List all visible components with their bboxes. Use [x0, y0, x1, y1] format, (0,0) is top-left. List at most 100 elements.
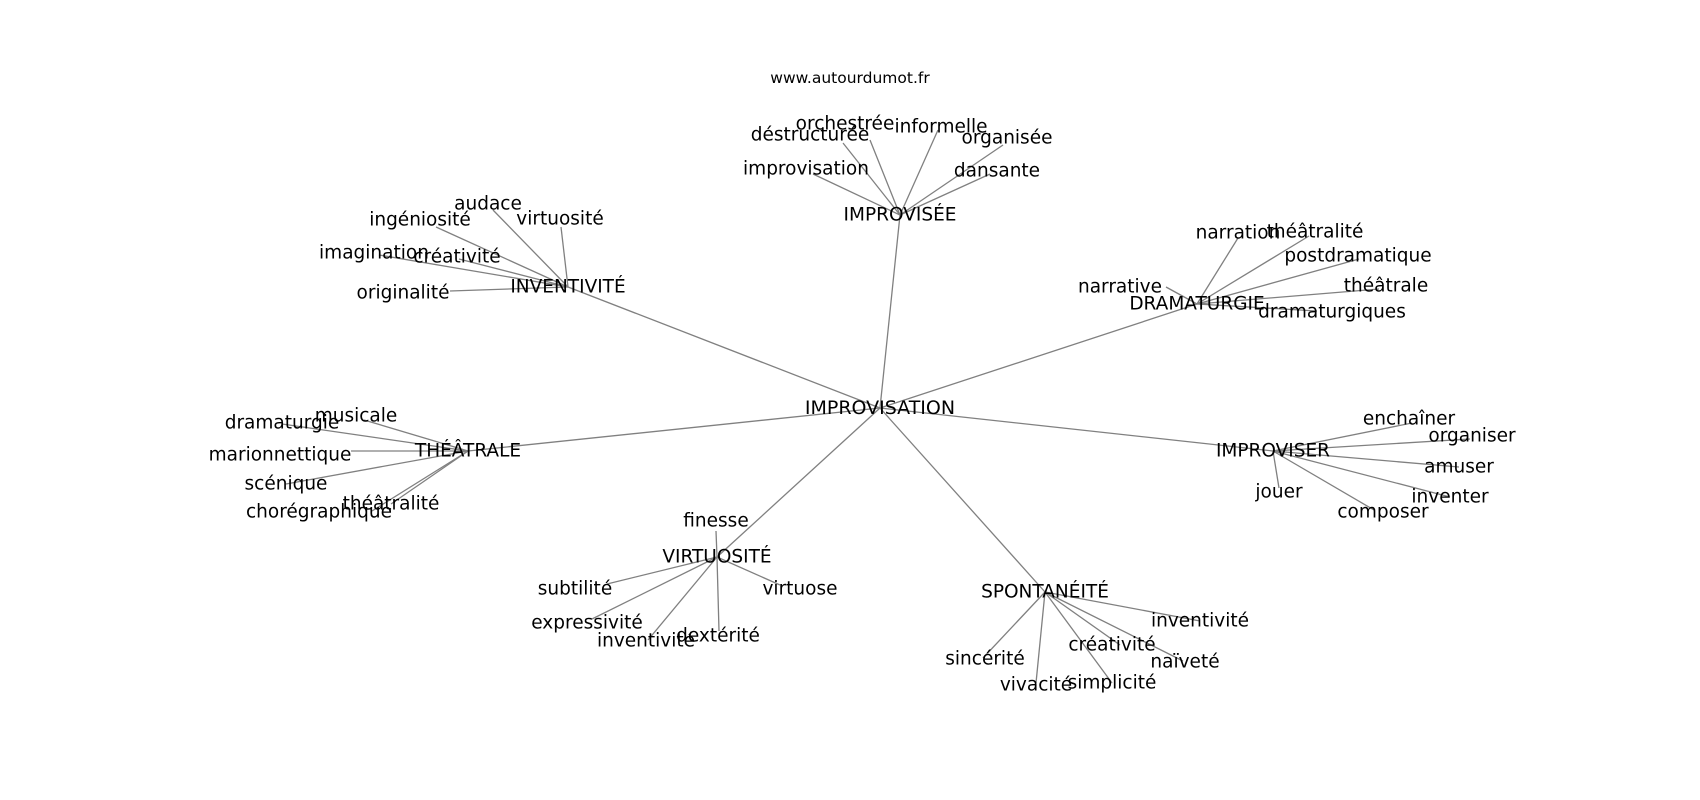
- edge-hub-to-leaf: [1272, 422, 1413, 452]
- leaf-word-label: sincérité: [945, 649, 1024, 670]
- leaf-word-label: improvisation: [743, 159, 869, 180]
- leaf-word-label: vivacité: [1000, 675, 1072, 696]
- leaf-word-label: créativité: [413, 247, 500, 268]
- leaf-word-label: musicale: [315, 406, 398, 427]
- edge-hub-to-leaf: [1272, 450, 1460, 468]
- leaf-word-label: théâtrale: [1344, 276, 1428, 297]
- leaf-word-label: théâtralité: [1267, 222, 1364, 243]
- leaf-word-label: dansante: [954, 161, 1040, 182]
- edge-hub-to-leaf: [1035, 591, 1046, 684]
- edge-hub-to-leaf: [378, 254, 569, 288]
- edge-center-to-hub: [879, 303, 1198, 409]
- edge-hub-to-leaf: [715, 530, 718, 558]
- leaf-word-label: virtuose: [762, 579, 837, 600]
- edge-hub-to-leaf: [371, 450, 469, 512]
- edge-hub-to-leaf: [1196, 258, 1360, 305]
- leaf-word-label: dextérité: [676, 626, 760, 647]
- leaf-word-label: jouer: [1254, 482, 1303, 503]
- hub-word-label: IMPROVISÉE: [844, 204, 957, 226]
- edges-layer: [281, 129, 1471, 684]
- leaf-word-label: simplicité: [1068, 673, 1157, 694]
- edge-hub-to-leaf: [449, 286, 569, 292]
- leaf-word-label: informelle: [894, 117, 987, 138]
- edge-center-to-hub: [467, 407, 881, 452]
- edge-hub-to-leaf: [1272, 438, 1471, 452]
- leaf-word-label: naïveté: [1150, 652, 1219, 673]
- edge-hub-to-leaf: [1196, 303, 1318, 312]
- leaf-word-label: dramaturgiques: [1258, 302, 1406, 323]
- edge-hub-to-leaf: [716, 556, 781, 586]
- edge-hub-to-leaf: [285, 450, 469, 485]
- hub-word-label: SPONTANÉITÉ: [981, 581, 1109, 603]
- leaf-word-label: postdramatique: [1284, 246, 1431, 267]
- leaf-word-label: narrative: [1078, 277, 1162, 298]
- edge-hub-to-leaf: [281, 423, 469, 452]
- edge-hub-to-leaf: [560, 226, 569, 288]
- edge-hub-to-leaf: [458, 258, 569, 288]
- edge-hub-to-leaf: [899, 129, 939, 216]
- hub-word-label: IMPROVISER: [1216, 441, 1330, 462]
- leaf-word-label: enchaîner: [1363, 409, 1456, 430]
- leaf-word-label: théâtralité: [343, 494, 440, 515]
- hub-word-label: THÉÂTRALE: [414, 440, 521, 462]
- edge-center-to-hub: [879, 214, 901, 409]
- edge-hub-to-leaf: [1044, 591, 1113, 684]
- leaf-word-label: orchestrée: [796, 114, 895, 135]
- edge-hub-to-leaf: [1272, 450, 1375, 511]
- leaf-word-label: inventivité: [1151, 611, 1249, 632]
- leaf-word-label: narration: [1196, 223, 1281, 244]
- edge-hub-to-leaf: [899, 144, 1004, 216]
- leaf-word-label: subtilité: [538, 579, 612, 600]
- edge-center-to-hub: [716, 407, 881, 558]
- leaf-word-label: scénique: [245, 474, 328, 495]
- edge-center-to-hub: [567, 286, 881, 409]
- leaf-word-label: amuser: [1424, 457, 1494, 478]
- edge-hub-to-leaf: [869, 139, 901, 216]
- leaf-word-label: expressivité: [531, 613, 642, 634]
- leaf-word-label: audace: [454, 194, 522, 215]
- edge-hub-to-leaf: [982, 591, 1046, 659]
- leaf-word-label: virtuosité: [516, 209, 603, 230]
- edge-hub-to-leaf: [390, 450, 469, 505]
- edge-center-to-hub: [879, 407, 1274, 452]
- edge-hub-to-leaf: [1272, 450, 1451, 498]
- leaf-word-label: originalité: [357, 283, 450, 304]
- hub-word-label: VIRTUOSITÉ: [662, 546, 771, 568]
- leaf-word-label: organiser: [1428, 426, 1516, 447]
- edge-hub-to-leaf: [716, 556, 720, 632]
- edge-hub-to-leaf: [1044, 591, 1121, 646]
- leaf-word-label: composer: [1337, 502, 1429, 523]
- leaf-word-label: chorégraphique: [246, 502, 392, 523]
- edge-hub-to-leaf: [647, 556, 718, 641]
- edge-center-to-hub: [879, 407, 1046, 593]
- hub-word-label: INVENTIVITÉ: [510, 276, 625, 298]
- leaf-word-label: finesse: [683, 511, 748, 532]
- edge-hub-to-leaf: [1044, 591, 1201, 622]
- edge-hub-to-leaf: [1196, 288, 1380, 305]
- edge-hub-to-leaf: [1196, 235, 1310, 305]
- leaf-word-label: inventivité: [597, 631, 695, 652]
- leaf-word-label: créativité: [1068, 635, 1155, 656]
- edge-hub-to-leaf: [1196, 237, 1239, 305]
- leaf-word-label: organisée: [962, 128, 1053, 149]
- leaf-word-label: ingéniosité: [369, 210, 471, 231]
- edge-hub-to-leaf: [591, 556, 718, 620]
- leaf-word-label: marionnettique: [209, 445, 352, 466]
- edge-hub-to-leaf: [1272, 450, 1280, 489]
- edge-hub-to-leaf: [842, 142, 901, 216]
- edge-hub-to-leaf: [435, 226, 569, 288]
- center-word-label: IMPROVISATION: [805, 397, 955, 419]
- leaf-word-label: déstructurée: [751, 125, 869, 146]
- edge-hub-to-leaf: [1044, 591, 1184, 662]
- leaf-word-label: inventer: [1411, 487, 1489, 508]
- leaf-word-label: imagination: [319, 243, 429, 264]
- edge-hub-to-leaf: [606, 556, 718, 585]
- edge-hub-to-leaf: [812, 173, 901, 216]
- edge-hub-to-leaf: [899, 173, 991, 216]
- edge-hub-to-leaf: [363, 419, 469, 452]
- hub-word-label: DRAMATURGIE: [1129, 294, 1264, 315]
- edge-hub-to-leaf: [1165, 286, 1198, 305]
